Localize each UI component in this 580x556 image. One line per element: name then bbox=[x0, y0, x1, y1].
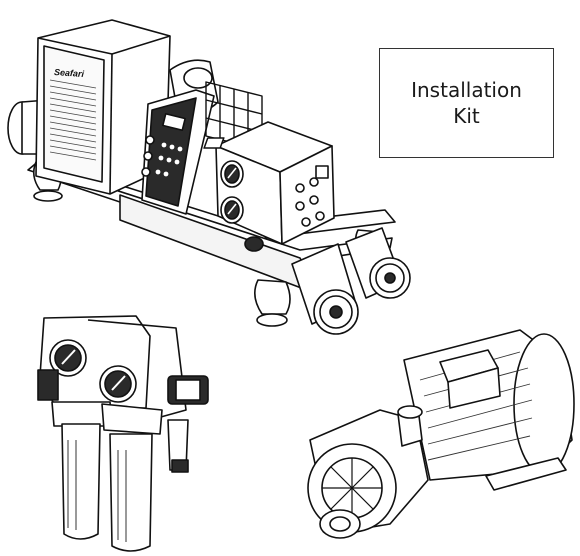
installation-kit-label: Installation Kit bbox=[411, 78, 522, 128]
installation-kit-box: Installation Kit bbox=[379, 48, 554, 158]
unit-brand-label: Seafari bbox=[53, 66, 85, 80]
outlet-pipe-left bbox=[291, 243, 359, 335]
watermaker-unit bbox=[7, 19, 411, 335]
prefilter-assembly bbox=[37, 315, 209, 552]
outlet-pipe-right bbox=[345, 227, 411, 299]
feed-pump-motor bbox=[307, 329, 575, 539]
